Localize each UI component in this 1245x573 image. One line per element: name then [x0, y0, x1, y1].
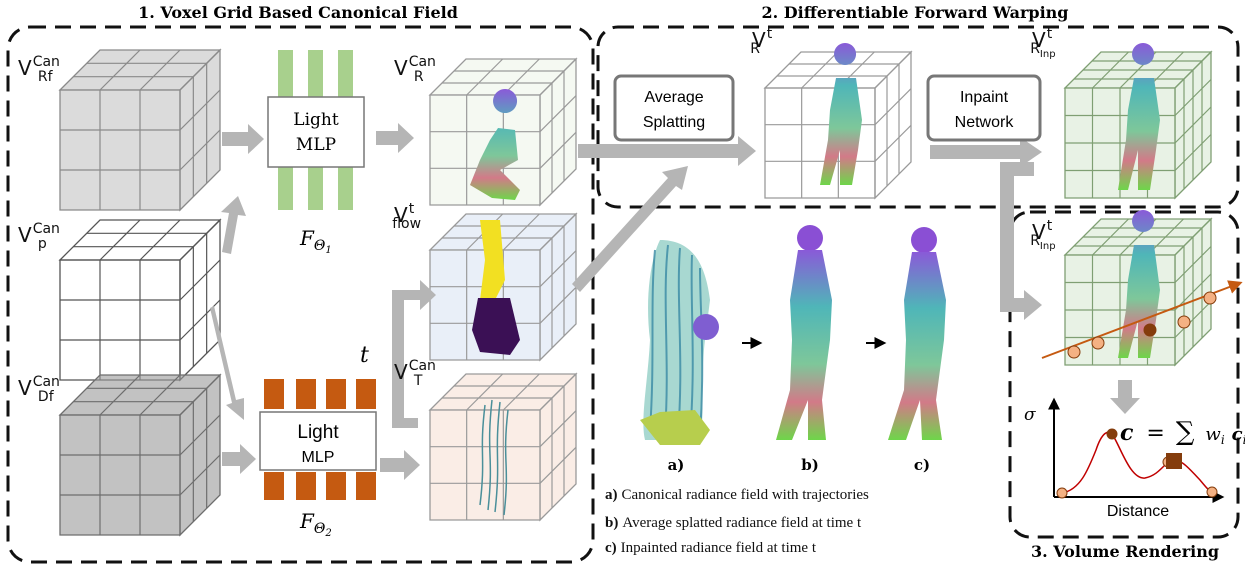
- render-ray: [1041, 280, 1243, 359]
- voxel-label-df: VCanDf: [18, 374, 60, 405]
- svg-text:FΘ1: FΘ1: [299, 226, 332, 256]
- warping-section-title: 2. Differentiable Forward Warping: [761, 3, 1068, 22]
- mlp-top: Light MLP: [267, 50, 365, 210]
- person-rinp-bot: [1118, 210, 1160, 358]
- flow-purple: [472, 298, 520, 355]
- rendering-section-title: 3. Volume Rendering: [1031, 542, 1219, 561]
- arrow-rf-to-mlp: [222, 124, 264, 154]
- voxel-label-r-t: VtR: [750, 26, 773, 57]
- mlp-bottom-line2: MLP: [302, 449, 335, 466]
- average-splatting-line1: Average: [644, 89, 703, 106]
- f-theta-1: FΘ1: [299, 226, 332, 256]
- cube-rf: [58, 48, 222, 212]
- person-rinp-top: [1118, 43, 1160, 190]
- rendering-section-box: [1008, 210, 1240, 539]
- arrow-p-to-top: [221, 196, 246, 254]
- sub-label-a: a): [668, 456, 685, 474]
- voxel-label-r-can: VCanR: [394, 54, 436, 85]
- arrow-mlp-to-tcan: [380, 450, 420, 480]
- arrow-t-loop: [392, 280, 436, 428]
- cube-df: [58, 373, 222, 537]
- person-rcan: [470, 89, 520, 200]
- time-symbol: t: [360, 343, 369, 368]
- arrow-df-to-mlp: [222, 444, 256, 474]
- inpaint-network-box: Inpaint Network: [926, 74, 1042, 142]
- arrow-flow-to-splat: [572, 166, 688, 292]
- arrow-rcan-to-splat: [578, 136, 756, 166]
- sigma-plot: σ Distance c = ∑ wi ci: [1024, 397, 1245, 520]
- voxel-label-p: VCanp: [18, 221, 60, 252]
- plot-xlabel: Distance: [1107, 503, 1169, 520]
- svg-text:FΘ2: FΘ2: [299, 509, 332, 539]
- inpaint-network-line2: Network: [955, 114, 1015, 131]
- arrow-rt-to-inpaint: [930, 137, 1042, 167]
- plot-equation: c = ∑ wi ci: [1120, 417, 1245, 450]
- canonical-section-title: 1. Voxel Grid Based Canonical Field: [138, 3, 458, 22]
- mlp-bottom-line1: Light: [297, 422, 339, 443]
- person-a: [640, 240, 719, 445]
- arrow-p-to-bottom: [210, 306, 244, 420]
- person-c: [888, 227, 946, 440]
- warping-section-box: [596, 25, 1240, 209]
- cube-p: [58, 218, 222, 382]
- voxel-label-rf: VCanRf: [18, 54, 60, 85]
- flow-yellow: [480, 220, 505, 300]
- sub-label-b: b): [801, 456, 819, 474]
- trajectory-lines: [479, 399, 509, 516]
- mlp-top-line1: Light: [293, 110, 339, 130]
- voxel-label-flow: Vtflow: [392, 201, 422, 232]
- gray-arrows: [210, 123, 1140, 480]
- average-splatting-box: Average Splatting: [613, 74, 735, 142]
- arrow-mlp-to-rcan: [376, 123, 414, 153]
- legend-c: c)Inpainted radiance field at time t: [605, 540, 816, 556]
- plot-ylabel: σ: [1024, 405, 1036, 425]
- f-theta-2: FΘ2: [299, 509, 332, 539]
- voxel-label-r-inp-bottom: VtRInp: [1030, 218, 1056, 252]
- person-b: [776, 225, 832, 440]
- legend-a: a)Canonical radiance field with trajecto…: [605, 487, 869, 503]
- arrow-inp-loop: [1000, 162, 1042, 320]
- density-curve: [1061, 431, 1213, 494]
- person-rt: [820, 43, 862, 185]
- arrow-cube-to-plot: [1110, 380, 1140, 414]
- sub-label-c: c): [914, 456, 930, 474]
- average-splatting-line2: Splatting: [643, 114, 705, 131]
- color-swatch: [1166, 453, 1182, 469]
- mlp-bottom: Light MLP: [259, 379, 377, 500]
- mlp-top-line2: MLP: [296, 135, 336, 155]
- voxel-label-t-can: VCanT: [394, 358, 436, 389]
- voxel-label-r-inp-top: VtRInp: [1030, 26, 1056, 60]
- legend-b: b)Average splatted radiance field at tim…: [605, 515, 862, 531]
- cube-tcan: [428, 372, 578, 522]
- inpaint-network-line1: Inpaint: [960, 89, 1009, 106]
